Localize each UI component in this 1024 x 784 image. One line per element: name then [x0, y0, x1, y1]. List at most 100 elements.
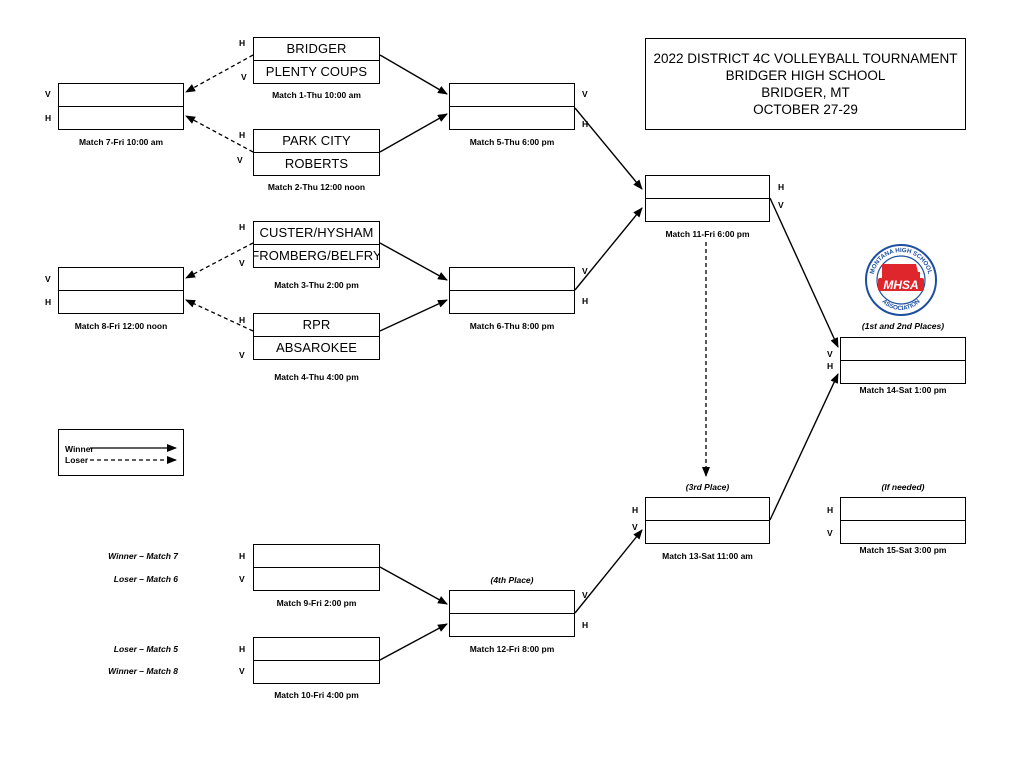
match-7-caption: Match 7-Fri 10:00 am [78, 137, 164, 147]
match-14-box [840, 337, 966, 384]
winner-line-m3 [379, 242, 448, 281]
match-10-home-feeder: Loser – Match 5 [113, 644, 178, 654]
match-5-visitor-marker: V [582, 89, 588, 99]
match-8-visitor-marker: V [45, 274, 51, 284]
match-3-visitor-team: FROMBERG/BELFRY [254, 248, 379, 264]
match-13-caption: Match 13-Sat 11:00 am [662, 551, 753, 561]
match-14-home-marker: H [827, 361, 834, 371]
match-10-caption: Match 10-Fri 4:00 pm [274, 690, 359, 700]
match-3-caption: Match 3-Thu 2:00 pm [274, 280, 359, 290]
match-14-visitor-marker: V [827, 349, 833, 359]
loser-line-m2 [185, 115, 254, 153]
host-location: BRIDGER, MT [761, 85, 850, 100]
match-5-box [449, 83, 575, 130]
match-12-box [449, 590, 575, 637]
match-2-box: PARK CITY ROBERTS [253, 129, 380, 176]
match-12-home-team [450, 614, 574, 637]
winner-line-m2 [379, 113, 448, 153]
match-14-note: (1st and 2nd Places) [861, 321, 945, 331]
match-6-caption: Match 6-Thu 8:00 pm [469, 321, 555, 331]
legend-box: Winner Loser [58, 429, 184, 476]
match-5-visitor-team [450, 84, 574, 107]
match-6-visitor-team [450, 268, 574, 291]
tournament-title-box: 2022 DISTRICT 4C VOLLEYBALL TOURNAMENT B… [645, 38, 966, 130]
loser-line-m1 [185, 54, 254, 93]
match-7-visitor-team [59, 84, 183, 107]
host-school: BRIDGER HIGH SCHOOL [725, 68, 886, 83]
mhsa-logo-icon: MONTANA HIGH SCHOOL ASSOCIATION MHSA [865, 244, 937, 316]
match-7-visitor-marker: V [45, 89, 51, 99]
match-5-home-marker: H [582, 119, 589, 129]
match-13-home-team [646, 498, 769, 521]
match-15-caption: Match 15-Sat 3:00 pm [859, 545, 947, 555]
match-9-visitor-feeder: Loser – Match 6 [113, 574, 178, 584]
winner-line-m12 [574, 529, 643, 614]
match-7-home-marker: H [45, 113, 52, 123]
match-7-home-team [59, 107, 183, 130]
match-3-home-team: CUSTER/HYSHAM [254, 222, 379, 245]
match-9-home-feeder: Winner – Match 7 [108, 551, 178, 561]
match-4-visitor-team: ABSAROKEE [275, 340, 358, 356]
match-1-caption: Match 1-Thu 10:00 am [272, 90, 361, 100]
match-9-home-marker: H [239, 551, 246, 561]
match-3-home-marker: H [239, 222, 246, 232]
match-6-home-marker: H [582, 296, 589, 306]
match-12-caption: Match 12-Fri 8:00 pm [469, 644, 555, 654]
match-3-box: CUSTER/HYSHAM FROMBERG/BELFRY [253, 221, 380, 268]
match-11-visitor-marker: V [778, 200, 784, 210]
match-10-box [253, 637, 380, 684]
match-2-visitor-marker: V [237, 155, 243, 165]
match-8-caption: Match 8-Fri 12:00 noon [74, 321, 168, 331]
winner-line-m1 [379, 54, 448, 95]
match-6-visitor-marker: V [582, 266, 588, 276]
legend-winner-label: Winner [65, 444, 94, 454]
match-2-home-team: PARK CITY [254, 130, 379, 153]
match-10-home-marker: H [239, 644, 246, 654]
svg-text:MHSA: MHSA [883, 278, 918, 292]
match-8-home-team [59, 291, 183, 314]
match-12-note: (4th Place) [490, 575, 534, 585]
winner-line-m9 [379, 566, 448, 605]
match-13-visitor-marker: V [632, 522, 638, 532]
match-1-visitor-marker: V [241, 72, 247, 82]
match-15-visitor-team [841, 521, 965, 544]
winner-line-m4 [379, 299, 448, 332]
match-1-visitor-team: PLENTY COUPS [265, 64, 368, 80]
match-9-caption: Match 9-Fri 2:00 pm [276, 598, 357, 608]
match-12-visitor-marker: V [582, 590, 588, 600]
match-13-box [645, 497, 770, 544]
match-15-home-team [841, 498, 965, 521]
match-10-visitor-team [254, 661, 379, 684]
match-10-home-team [254, 638, 379, 661]
match-8-box [58, 267, 184, 314]
match-11-home-team [646, 176, 769, 199]
match-15-box [840, 497, 966, 544]
match-10-visitor-marker: V [239, 666, 245, 676]
match-6-home-team [450, 291, 574, 314]
match-12-home-marker: H [582, 620, 589, 630]
winner-line-m6 [574, 207, 643, 291]
match-7-box [58, 83, 184, 130]
match-15-visitor-marker: V [827, 528, 833, 538]
match-11-home-marker: H [778, 182, 785, 192]
winner-line-m13 [769, 373, 839, 521]
match-2-home-marker: H [239, 130, 246, 140]
loser-line-m4 [185, 299, 254, 332]
match-8-home-marker: H [45, 297, 52, 307]
match-2-visitor-team: ROBERTS [284, 156, 349, 172]
match-8-visitor-team [59, 268, 183, 291]
winner-line-m5 [574, 107, 643, 190]
match-2-caption: Match 2-Thu 12:00 noon [267, 182, 366, 192]
legend-loser-label: Loser [65, 455, 89, 465]
winner-line-m11 [769, 197, 839, 348]
match-13-home-marker: H [632, 505, 639, 515]
match-10-visitor-feeder: Winner – Match 8 [108, 666, 178, 676]
match-11-visitor-team [646, 199, 769, 222]
match-9-home-team [254, 545, 379, 568]
match-4-box: RPR ABSAROKEE [253, 313, 380, 360]
match-6-box [449, 267, 575, 314]
match-4-home-team: RPR [254, 314, 379, 337]
tournament-title: 2022 DISTRICT 4C VOLLEYBALL TOURNAMENT [653, 51, 958, 66]
match-13-note: (3rd Place) [685, 482, 730, 492]
